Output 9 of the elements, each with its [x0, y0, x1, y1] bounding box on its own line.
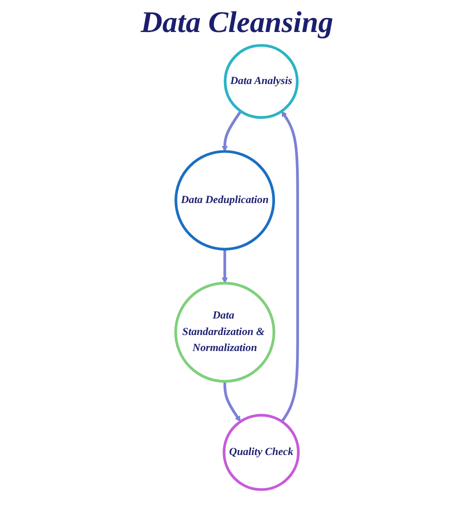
- arrow: [280, 110, 299, 422]
- node-circle: Quality Check: [222, 414, 300, 491]
- diagram-title: Data Cleansing: [140, 6, 334, 40]
- node-circle: Data Analysis: [224, 44, 299, 119]
- node-circle: Data Deduplication: [174, 150, 276, 251]
- arrow: [222, 110, 242, 152]
- arrow: [222, 249, 228, 284]
- node-circle: Data Standardization & Normalization: [174, 282, 276, 383]
- arrow: [223, 381, 241, 422]
